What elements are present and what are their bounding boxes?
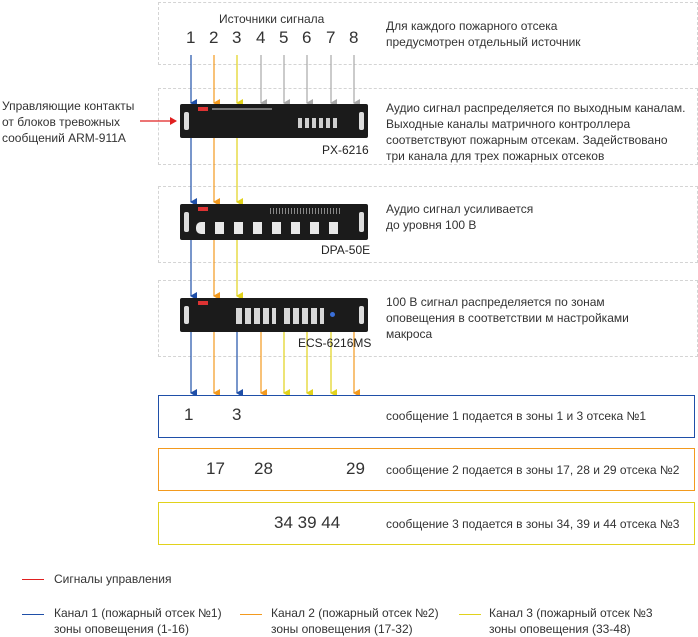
brand-logo: [198, 107, 208, 111]
source-number-4: 4: [256, 28, 266, 47]
selector-description: 100 В сигнал распределяется по зонам опо…: [386, 295, 629, 341]
brand-logo: [198, 301, 208, 305]
zone-box-compartment-2: [158, 448, 695, 491]
rack-handle-left: [184, 212, 189, 232]
zone-message-2: сообщение 2 подается в зоны 17, 28 и 29 …: [386, 463, 680, 477]
matrix-controller-device: [180, 104, 368, 138]
amplifier-device: [180, 204, 368, 240]
zone-selector-device: [180, 298, 368, 332]
rack-handle-right: [359, 306, 364, 324]
zone-buttons-right: [284, 308, 324, 324]
matrix-description: Аудио сигнал распределяется по выходным …: [386, 101, 686, 163]
volume-knobs: [196, 222, 348, 234]
rack-handle-left: [184, 112, 189, 130]
zone-number: 28: [254, 459, 273, 478]
power-led: [330, 312, 335, 317]
source-number-8: 8: [349, 28, 359, 47]
zone-message-1: сообщение 1 подается в зоны 1 и 3 отсека…: [386, 409, 647, 423]
legend-channel3-text: Канал 3 (пожарный отсек №3 зоны оповещен…: [489, 606, 653, 636]
sources-title: Источники сигнала: [219, 12, 325, 26]
legend-channel1-text: Канал 1 (пожарный отсек №1) зоны оповеще…: [54, 606, 222, 636]
control-input-label: Управляющие контакты от блоков тревожных…: [2, 99, 135, 145]
rack-handle-right: [359, 212, 364, 232]
rack-handle-right: [359, 112, 364, 130]
source-number-5: 5: [279, 28, 289, 47]
legend-channel2-text: Канал 2 (пожарный отсек №2) зоны оповеще…: [271, 606, 439, 636]
source-number-7: 7: [326, 28, 336, 47]
legend-control-text: Сигналы управления: [54, 572, 172, 586]
vent-grille: [270, 208, 340, 214]
source-number-3: 3: [232, 28, 242, 47]
zone-numbers: 34 39 44: [274, 513, 341, 532]
source-number-6: 6: [302, 28, 312, 47]
zone-box-compartment-1: [158, 395, 695, 438]
legend-channel2-line: [240, 614, 262, 615]
source-number-1: 1: [186, 28, 196, 47]
selector-model-label: ECS-6216MS: [298, 336, 372, 350]
legend-control-line: [22, 579, 44, 580]
zone-number: 1: [184, 405, 194, 424]
sources-description: Для каждого пожарного отсека предусмотре…: [386, 19, 581, 49]
zone-box-compartment-3: [158, 502, 695, 545]
zone-number: 17: [206, 459, 225, 478]
source-number-2: 2: [209, 28, 219, 47]
brand-logo: [198, 207, 208, 211]
zone-message-3: сообщение 3 подается в зоны 34, 39 и 44 …: [386, 517, 680, 531]
zone-number: 29: [346, 459, 365, 478]
amplifier-model-label: DPA-50E: [321, 243, 371, 257]
rack-handle-left: [184, 306, 189, 324]
legend-channel3-line: [459, 614, 481, 615]
zone-buttons-left: [236, 308, 276, 324]
button-row: [298, 118, 338, 128]
legend-channel1-line: [22, 614, 44, 615]
matrix-model-label: PX-6216: [322, 143, 369, 157]
zone-number: 3: [232, 405, 242, 424]
amplifier-description: Аудио сигнал усиливается до уровня 100 В: [386, 202, 534, 232]
device-label-strip: [212, 108, 272, 110]
